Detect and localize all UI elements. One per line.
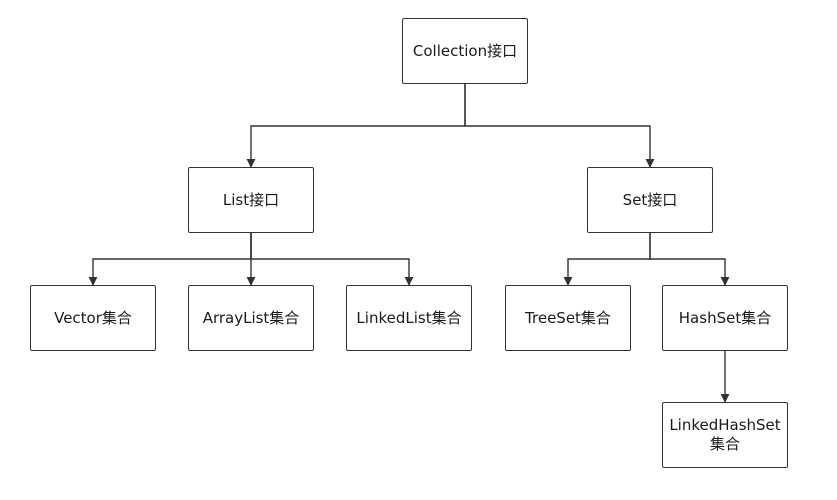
node-list-interface: List接口 [188,167,314,233]
node-set-interface: Set接口 [587,167,713,233]
node-hashset-collection: HashSet集合 [662,285,788,351]
node-linkedlist-collection: LinkedList集合 [346,285,472,351]
node-treeset-collection: TreeSet集合 [505,285,631,351]
connector-set-to-treeset [563,233,651,286]
connector-list-to-vector [88,233,252,286]
node-vector-collection: Vector集合 [30,285,156,351]
connector-set-to-hashset [649,233,730,286]
connector-collection-to-list [246,84,466,168]
node-arraylist-collection: ArrayList集合 [188,285,314,351]
connector-collection-to-set [464,84,655,168]
connector-list-to-linkedlist [250,233,414,286]
node-collection-interface: Collection接口 [402,18,528,84]
node-linkedhashset-collection: LinkedHashSet 集合 [662,402,788,468]
